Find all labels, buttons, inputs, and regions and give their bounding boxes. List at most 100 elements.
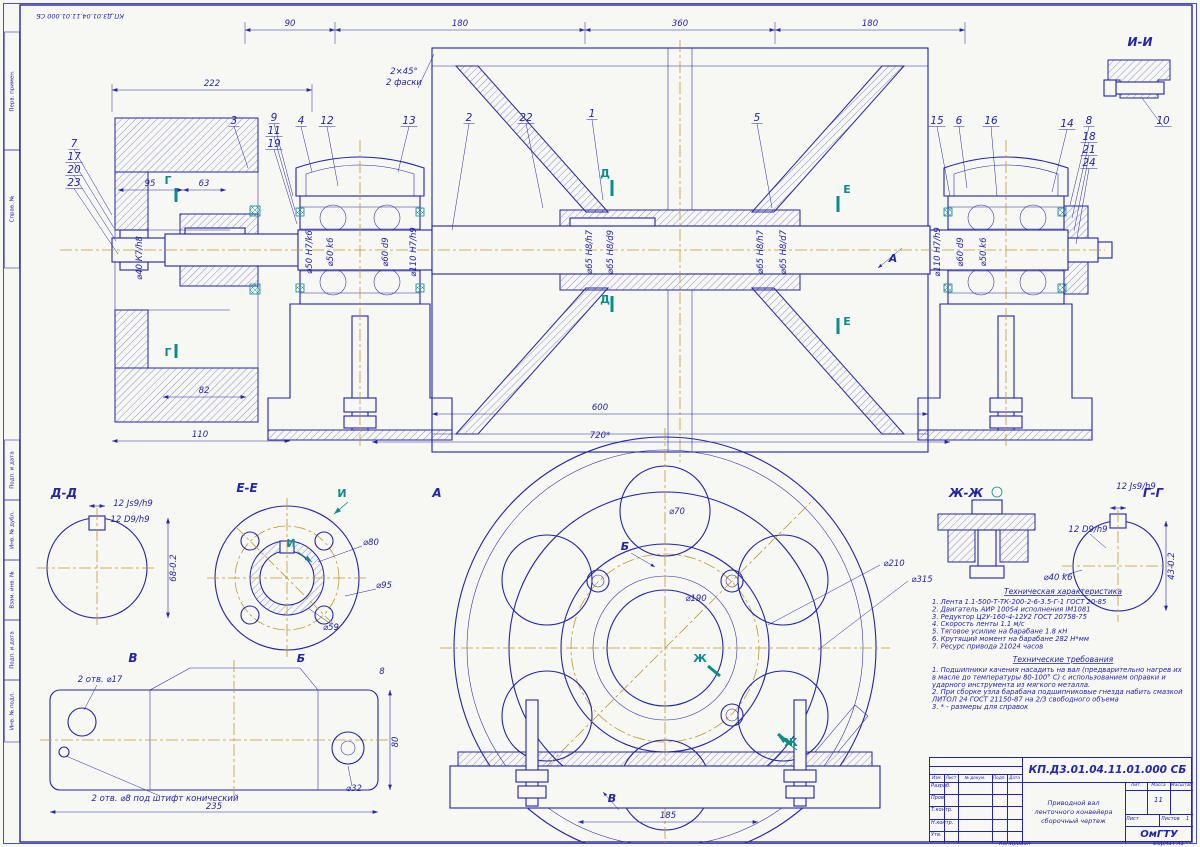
dim-label: ⌀65 H8/h7 [756, 229, 766, 274]
dim-label: 720* [590, 431, 610, 441]
view-a [440, 428, 909, 843]
dim-label: 12 Js9/h9 [1116, 482, 1156, 492]
dim-label: 8 [379, 667, 385, 677]
dim-label: 222 [204, 79, 220, 89]
balloon-leader [273, 149, 298, 225]
mass-label: Масса [1151, 783, 1166, 788]
dim-label: ⌀60 d9 [956, 237, 966, 266]
balloon-leader [1051, 129, 1068, 193]
section-title-g-g: Г-Г [1143, 486, 1165, 500]
balloon-leader [1069, 126, 1090, 206]
dim-label: 90 [285, 19, 296, 29]
tech-characteristics-line: 6. Крутящий момент на барабане 282 Н*мм [932, 635, 1089, 643]
dim-label: 2 фаски [386, 78, 422, 88]
balloon-leader [73, 188, 119, 255]
balloon-leader [273, 123, 294, 197]
dim-label: ⌀110 H7/h9 [933, 227, 943, 277]
tech-requirements-line: 2. При сборке узла барабана подшипниковы… [932, 688, 1183, 696]
section-title-e-e: Е-Е [236, 481, 258, 495]
dim-label: 82 [199, 386, 210, 396]
balloon-number: 14 [1060, 118, 1073, 130]
side-stamp-box [4, 679, 20, 743]
balloon-leader [233, 126, 249, 169]
side-stamp-label: Подп. и дата [10, 451, 16, 488]
balloon-leader [1073, 155, 1090, 232]
cut-mark-g: Г [164, 346, 171, 359]
sheet-label: Лист [1126, 816, 1139, 822]
dim-label: 63 [199, 179, 210, 189]
balloon-leader [1141, 97, 1164, 127]
balloon-number: 9 [271, 112, 278, 124]
cut-mark-i: И [337, 487, 346, 500]
balloon-number: 17 [67, 151, 81, 163]
tech-characteristics-line: 7. Ресурс привода 21024 часов [932, 642, 1043, 650]
row-prov: Пров. [931, 795, 946, 801]
dim-label: 12 D9/h9 [110, 515, 149, 525]
dim-label: ⌀59 [323, 623, 339, 633]
balloon-number: 23 [67, 177, 80, 189]
row-razrab: Разраб. [931, 783, 951, 789]
view-title-v: В [128, 651, 137, 665]
dim-label: ⌀315 [911, 575, 932, 585]
side-stamp-label: Справ. № [10, 195, 16, 222]
dim-label: ⌀50 k6 [979, 237, 989, 267]
tech-characteristics-line: 3. Редуктор Ц2У-160-4-12У2 ГОСТ 20758-75 [932, 613, 1087, 621]
section-g-g [1061, 506, 1174, 622]
tech-characteristics-line: 4. Скорость ленты 1.1 м/с [932, 620, 1025, 628]
dim-label: 2×45° [390, 67, 418, 77]
dim-label: ⌀40 k6 [1044, 573, 1074, 583]
title-block: Изм. Лист № докум. Подп. Дата Разраб. Пр… [929, 757, 1193, 843]
dim-label: ⌀50 k6 [326, 237, 336, 267]
balloon-leader [73, 175, 117, 242]
dim-label: 185 [660, 811, 676, 821]
balloon-number: 2 [466, 112, 473, 124]
cut-mark-d: Д [600, 167, 610, 180]
dim-label: 180 [862, 19, 878, 29]
sheets-value: 1 [1186, 816, 1190, 822]
copied-note: Копировал [999, 841, 1031, 847]
dim-label: ⌀65 H8/d9 [606, 230, 616, 274]
balloon-leader [451, 123, 470, 231]
view-arrow-b: Б [621, 540, 629, 553]
main-assembly-view [60, 22, 1113, 462]
view-a-arrow [877, 247, 903, 269]
balloon-number: 21 [1082, 144, 1095, 156]
dim-label: 12 Js9/h9 [113, 499, 153, 509]
dim-label: 2 отв. ⌀8 под штифт конический [92, 794, 239, 804]
col-izm: Изм. [932, 775, 942, 780]
row-tkontr: Т.контр. [931, 807, 953, 813]
tech-characteristics-title: Техническая характеристика [1004, 587, 1122, 596]
mass-value: 11 [1154, 796, 1163, 804]
cut-mark-g: Г [164, 174, 171, 187]
dim-label: 180 [452, 19, 468, 29]
balloon-leader [326, 126, 339, 187]
dim-label: 80 [391, 737, 401, 748]
balloon-leader [1075, 168, 1090, 245]
row-utv: Утв. [931, 832, 942, 838]
dim-label: 600 [592, 403, 608, 413]
side-stamp-label: Инв. № подл. [10, 692, 16, 730]
view-arrow-a: А [888, 252, 898, 265]
dim-label: ⌀80 [363, 538, 379, 548]
balloon-number: 3 [231, 115, 238, 127]
balloon-number: 16 [984, 115, 998, 127]
dim-label: ⌀190 [685, 594, 706, 604]
sheets-label: Листов [1161, 816, 1180, 822]
coupling-housing [114, 117, 261, 423]
format-note: Формат А1 [1152, 841, 1184, 847]
tech-characteristics-line: 5. Тяговое усилие на барабане 1.8 кН [932, 628, 1067, 636]
dim-label: 12 D9/h9 [1068, 525, 1107, 535]
chamfer-leader [417, 53, 435, 89]
dim-label: ⌀95 [376, 581, 392, 591]
balloon-number: 11 [267, 125, 280, 137]
section-d-d [37, 504, 170, 628]
scale-label: Масштаб [1170, 783, 1193, 788]
cut-mark-zh: Ж [784, 736, 798, 749]
section-i-i [1103, 59, 1171, 99]
dim-label: ⌀50 H7/k6 [305, 230, 315, 274]
